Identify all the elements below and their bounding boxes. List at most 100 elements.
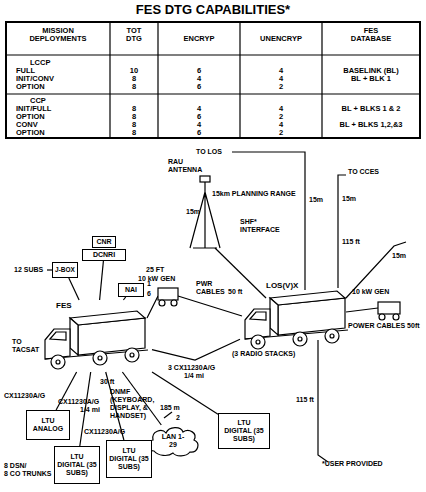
generator <box>393 314 399 320</box>
equipment-box: LTUANALOG <box>26 410 70 440</box>
vehicle-node: LOS(V)X <box>240 280 350 348</box>
node-text: DIGITAL (35 SUBS) <box>107 455 151 471</box>
table-cell: FULL <box>16 67 35 75</box>
table-cell: 8 <box>119 129 149 137</box>
annotation: TO TACSAT <box>12 338 42 354</box>
table-cell: OPTION <box>16 113 45 121</box>
truck <box>45 291 348 369</box>
annotation: 15m <box>186 208 200 216</box>
cable-line <box>152 339 240 360</box>
table-cell: INIT/CONV <box>16 75 54 83</box>
truck <box>125 348 139 362</box>
truck <box>70 318 78 355</box>
cable-run <box>232 152 305 290</box>
table-cell: 2 <box>266 83 296 91</box>
annotation: 8 CO TRUNKS <box>4 470 51 478</box>
table-cell: 8 <box>119 121 149 129</box>
truck <box>51 355 65 369</box>
cable-run <box>164 412 172 418</box>
table-cell: 2 <box>266 129 296 137</box>
truck <box>298 337 302 341</box>
table-cell: 4 <box>266 121 296 129</box>
annotation: 8 DSN/ <box>4 462 27 470</box>
equipment-box: NAI <box>118 283 144 297</box>
annotation: 12 SUBS <box>14 266 43 274</box>
node-text: ANALOG <box>33 425 63 433</box>
diagram-title: FES DTG CAPABILITIES* <box>0 2 426 17</box>
annotation: *USER PROVIDED <box>322 460 383 468</box>
table-cell: OPTION <box>16 129 45 137</box>
table-cell: OPTION <box>16 83 45 91</box>
annotation: 115 ft <box>296 396 314 404</box>
antenna <box>200 176 210 182</box>
node-text: LAN 1-29 <box>161 433 185 449</box>
table-cell: FES DATABASE <box>344 27 399 43</box>
truck <box>50 332 66 340</box>
annotation: 15km PLANNING RANGE <box>212 190 296 198</box>
table-cell: 4 <box>266 75 296 83</box>
table-cell: 4 <box>266 105 296 113</box>
annotation: TO LOS <box>196 148 222 156</box>
table-grid <box>6 22 420 138</box>
table-cell: 6 <box>184 129 214 137</box>
truck <box>70 311 145 325</box>
truck <box>256 340 260 344</box>
table-cell: MISSION DEPLOYMENTS <box>23 27 93 43</box>
cable-line <box>123 297 125 300</box>
table-cell: 6 <box>184 113 214 121</box>
node-text: LTU <box>41 417 54 425</box>
annotation: 2 <box>176 414 180 422</box>
cable-run <box>318 340 328 462</box>
annotation: DNMF (KEYBOARD, DISPLAY, & HANDSET) <box>110 388 158 420</box>
node-text: LTU <box>237 419 250 427</box>
truck <box>93 351 107 365</box>
node-text: CNR <box>96 238 111 246</box>
cable-line <box>69 278 79 300</box>
truck <box>325 329 339 343</box>
annotation: CX11230A/G <box>58 398 99 406</box>
table-cell: BASELINK (BL) <box>323 67 419 75</box>
node-text: LOS(V)X <box>266 281 350 290</box>
truck <box>330 334 334 338</box>
annotation: 3 CX11230A/G <box>168 364 215 372</box>
node-text: J-BOX <box>55 266 75 274</box>
annotation: 15m <box>309 196 323 204</box>
cable-run <box>346 242 406 298</box>
annotation: 10 kW GEN <box>138 275 175 283</box>
table-cell: TOT DTG <box>119 27 149 43</box>
annotation: 1/4 mi <box>184 372 204 380</box>
truck <box>98 356 102 360</box>
annotation: SHF* INTERFACE <box>240 218 286 234</box>
annotation: PWR CABLES <box>196 280 224 296</box>
table-cell: 4 <box>184 121 214 129</box>
cable-line <box>152 372 218 414</box>
node-text: FES <box>56 301 152 310</box>
table-cell: 10 <box>119 67 149 75</box>
table-cell: 8 <box>119 105 149 113</box>
truck <box>270 291 345 305</box>
table-cell: 8 <box>119 83 149 91</box>
table-cell: BL + BLKS 1,2,&3 <box>323 121 419 129</box>
generator <box>158 288 178 300</box>
table-cell: 4 <box>184 75 214 83</box>
annotation: 30 ft <box>100 378 114 386</box>
truck <box>270 298 278 335</box>
table-cell: 2 <box>266 113 296 121</box>
table-cell: 4 <box>184 105 214 113</box>
cable-line <box>100 261 104 300</box>
table-cell: BL + BLK 1 <box>323 75 419 83</box>
annotation: 10 kW GEN <box>352 288 389 296</box>
table-cell: 8 <box>119 75 149 83</box>
node-text: DIGITAL (35 SUBS) <box>55 461 99 477</box>
truck <box>56 360 60 364</box>
table-cell: 6 <box>184 83 214 91</box>
table-cell: 8 <box>119 113 149 121</box>
annotation: 6 <box>147 290 151 298</box>
annotation: TO CCES <box>348 168 379 176</box>
node-text: LTU <box>70 453 83 461</box>
truck <box>250 312 266 320</box>
table-cell: CONV <box>16 121 38 129</box>
vehicle-node: FES <box>40 300 152 372</box>
truck <box>293 332 307 346</box>
